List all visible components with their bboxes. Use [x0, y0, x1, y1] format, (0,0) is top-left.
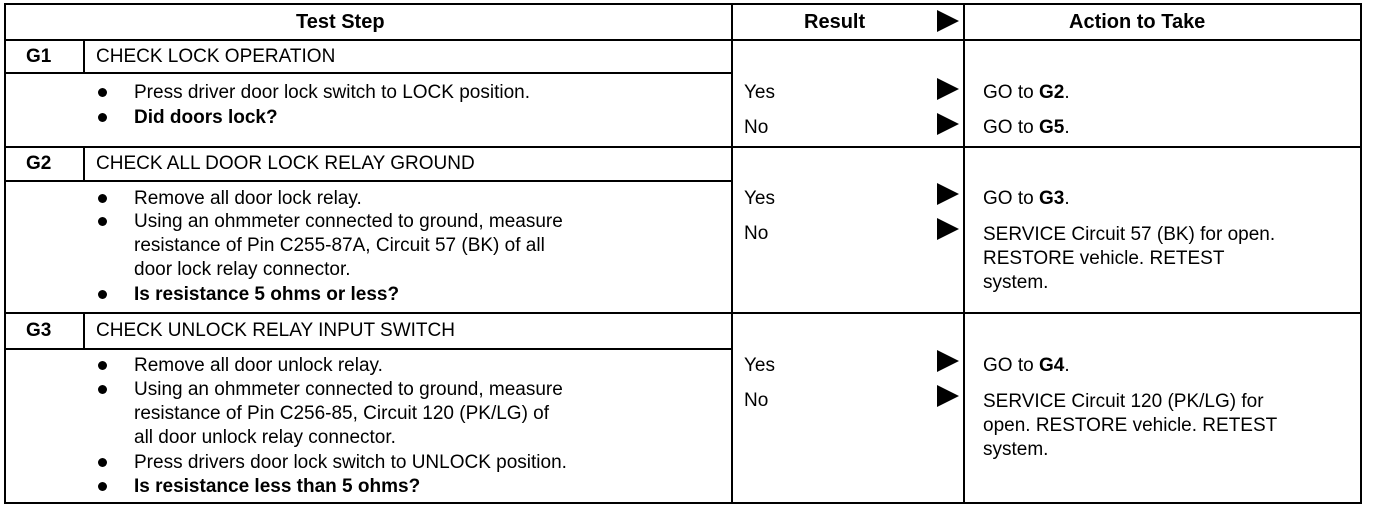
- g2-result-no: No: [744, 223, 769, 244]
- g3-no-arrow-icon: [937, 385, 959, 407]
- g1-step-id: G1: [26, 46, 52, 67]
- g3-action-yes: GO to G4.: [983, 355, 1070, 376]
- g3-bullet-2-text: Using an ohmmeter connected to ground, m…: [134, 379, 563, 448]
- g1-result-yes: Yes: [744, 82, 775, 103]
- g3-bullet-4-text: Is resistance less than 5 ohms?: [134, 476, 421, 497]
- g3-result-yes: Yes: [744, 355, 775, 376]
- action-column-left-border: [963, 5, 965, 502]
- g2-bullet-2-icon: [98, 217, 107, 226]
- g3-step-title: CHECK UNLOCK RELAY INPUT SWITCH: [96, 320, 455, 341]
- g1-section-bottom: [6, 146, 1360, 148]
- header-result: Result: [804, 11, 866, 33]
- g1-bullet-2-text: Did doors lock?: [134, 107, 278, 128]
- g3-bullet-4-icon: [98, 482, 107, 491]
- g2-bullet-3-text: Is resistance 5 ohms or less?: [134, 284, 400, 305]
- g2-bullet-1-text: Remove all door lock relay.: [134, 188, 362, 209]
- g2-step-id: G2: [26, 153, 52, 174]
- g1-no-arrow-icon: [937, 113, 959, 135]
- g2-title-divider: [6, 180, 731, 182]
- header-action: Action to Take: [1069, 11, 1206, 33]
- result-column-left-border: [731, 5, 733, 502]
- g2-bullet-2-text: Using an ohmmeter connected to ground, m…: [134, 211, 563, 280]
- diagnostic-table: Test Step Result Action to Take G1 CHECK…: [4, 3, 1362, 504]
- g3-result-no: No: [744, 390, 769, 411]
- g3-bullet-3-text: Press drivers door lock switch to UNLOCK…: [134, 452, 567, 473]
- header-divider: [6, 39, 1360, 41]
- g1-bullet-1-text: Press driver door lock switch to LOCK po…: [134, 82, 530, 103]
- g3-bullet-3-icon: [98, 458, 107, 467]
- header-test-step: Test Step: [296, 11, 385, 33]
- g1-result-no: No: [744, 117, 769, 138]
- g3-title-divider: [6, 348, 731, 350]
- g3-bullet-1-icon: [98, 361, 107, 370]
- g1-id-divider: [83, 39, 85, 72]
- g2-no-arrow-icon: [937, 218, 959, 240]
- g1-bullet-1-icon: [98, 88, 107, 97]
- g1-action-no: GO to G5.: [983, 117, 1070, 138]
- g1-bullet-2-icon: [98, 113, 107, 122]
- g1-step-title: CHECK LOCK OPERATION: [96, 46, 336, 67]
- g3-action-no: SERVICE Circuit 120 (PK/LG) for open. RE…: [983, 391, 1278, 460]
- g3-yes-arrow-icon: [937, 350, 959, 372]
- g3-bullet-2-icon: [98, 385, 107, 394]
- g2-bullet-3-icon: [98, 290, 107, 299]
- g2-id-divider: [83, 146, 85, 180]
- g2-step-title: CHECK ALL DOOR LOCK RELAY GROUND: [96, 153, 475, 174]
- g1-title-divider: [6, 72, 731, 74]
- g3-step-id: G3: [26, 320, 52, 341]
- g1-yes-arrow-icon: [937, 78, 959, 100]
- g2-bullet-1-icon: [98, 194, 107, 203]
- g2-yes-arrow-icon: [937, 183, 959, 205]
- g2-action-yes: GO to G3.: [983, 188, 1070, 209]
- g1-action-yes: GO to G2.: [983, 82, 1070, 103]
- g2-section-bottom: [6, 312, 1360, 314]
- g3-bullet-1-text: Remove all door unlock relay.: [134, 355, 383, 376]
- header-arrow-icon: [937, 10, 959, 32]
- g2-result-yes: Yes: [744, 188, 775, 209]
- g3-id-divider: [83, 312, 85, 348]
- g2-action-no: SERVICE Circuit 57 (BK) for open. RESTOR…: [983, 224, 1276, 293]
